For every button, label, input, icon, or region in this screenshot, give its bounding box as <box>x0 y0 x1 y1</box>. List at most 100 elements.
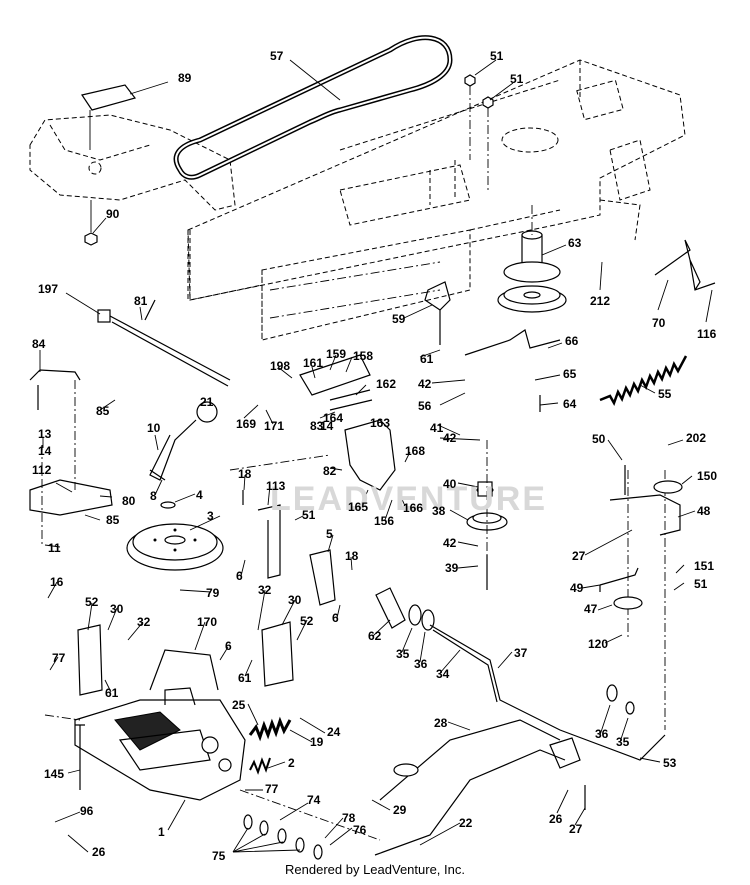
hood-bracket-outline <box>29 114 236 211</box>
callout-27: 27 <box>569 822 583 836</box>
callout-113: 113 <box>266 479 286 493</box>
callout-81: 81 <box>134 294 148 308</box>
callout-166: 166 <box>403 501 423 515</box>
callout-28: 28 <box>434 716 448 730</box>
callout-53: 53 <box>663 756 677 770</box>
callout-79: 79 <box>206 586 220 600</box>
callout-159: 159 <box>326 347 346 361</box>
transmission-pulley <box>126 523 224 571</box>
callout-169: 169 <box>236 417 256 431</box>
callout-8: 8 <box>150 489 157 503</box>
callout-3: 3 <box>207 509 214 523</box>
callout-165: 165 <box>348 500 368 514</box>
tension-spring <box>599 355 688 406</box>
bracket-49 <box>599 567 639 592</box>
lever-84 <box>29 369 81 410</box>
callout-48: 48 <box>697 504 711 518</box>
callout-64: 64 <box>563 397 577 411</box>
callout-74: 74 <box>307 793 321 807</box>
callout-34: 34 <box>436 667 450 681</box>
callout-161: 161 <box>303 356 323 370</box>
callout-32: 32 <box>137 615 151 629</box>
callout-11: 11 <box>48 541 61 555</box>
retainer-ring <box>160 501 176 509</box>
callout-18: 18 <box>238 467 252 481</box>
callout-27: 27 <box>572 549 586 563</box>
callout-170: 170 <box>197 615 217 629</box>
callout-197: 197 <box>38 282 58 296</box>
rod-70 <box>654 239 716 291</box>
rod-28 <box>379 719 561 801</box>
callout-56: 56 <box>418 399 432 413</box>
callout-42: 42 <box>443 431 457 445</box>
bracket-48 <box>609 494 681 536</box>
callout-14: 14 <box>320 419 334 433</box>
bracket-30-left <box>77 624 103 696</box>
callout-61: 61 <box>238 671 252 685</box>
callout-85: 85 <box>106 513 120 527</box>
credit-line: Rendered by LeadVenture, Inc. <box>285 862 465 877</box>
shift-rod <box>97 299 231 387</box>
spring-25 <box>248 716 292 742</box>
callout-6: 6 <box>225 639 232 653</box>
callout-51: 51 <box>302 508 316 522</box>
callout-2: 2 <box>288 756 295 770</box>
callout-145: 145 <box>44 767 64 781</box>
callout-168: 168 <box>405 444 425 458</box>
callout-63: 63 <box>568 236 582 250</box>
callout-36: 36 <box>595 727 609 741</box>
callout-57: 57 <box>270 49 284 63</box>
callout-112: 112 <box>32 463 52 477</box>
callout-13: 13 <box>38 427 52 441</box>
callout-78: 78 <box>342 811 356 825</box>
callout-32: 32 <box>258 583 272 597</box>
bracket-26 <box>549 737 581 769</box>
shift-knob-lever <box>149 401 218 481</box>
callout-6: 6 <box>236 569 243 583</box>
callout-171: 171 <box>264 419 284 433</box>
callout-52: 52 <box>300 614 314 628</box>
callout-6: 6 <box>332 611 339 625</box>
callout-150: 150 <box>697 469 717 483</box>
callout-202: 202 <box>686 431 706 445</box>
callout-77: 77 <box>52 651 66 665</box>
callout-35: 35 <box>616 735 630 749</box>
callout-10: 10 <box>147 421 161 435</box>
callout-39: 39 <box>445 561 459 575</box>
transaxle <box>44 687 381 841</box>
callout-151: 151 <box>694 559 714 573</box>
cover-plate <box>81 84 137 111</box>
callout-89: 89 <box>178 71 192 85</box>
callout-29: 29 <box>393 803 407 817</box>
bracket-30-right <box>261 621 294 687</box>
callout-16: 16 <box>50 575 64 589</box>
callout-59: 59 <box>392 312 406 326</box>
callout-75: 75 <box>212 849 226 863</box>
callout-49: 49 <box>570 581 584 595</box>
idler-stack <box>466 440 508 560</box>
callout-85: 85 <box>96 404 110 418</box>
callout-70: 70 <box>652 316 666 330</box>
callout-30: 30 <box>288 593 302 607</box>
rod-170 <box>149 649 219 691</box>
callout-51: 51 <box>694 577 708 591</box>
rod-22 <box>374 749 566 856</box>
leader-lines <box>39 59 713 853</box>
callout-25: 25 <box>232 698 246 712</box>
callout-18: 18 <box>345 549 359 563</box>
callout-116: 116 <box>697 327 717 341</box>
callout-158: 158 <box>353 349 373 363</box>
callout-30: 30 <box>110 602 124 616</box>
callout-52: 52 <box>85 595 99 609</box>
callout-24: 24 <box>327 725 341 739</box>
callout-1: 1 <box>158 825 165 839</box>
callout-120: 120 <box>588 637 608 651</box>
callout-198: 198 <box>270 359 290 373</box>
pulley-47 <box>613 596 643 610</box>
callout-61: 61 <box>105 686 119 700</box>
callout-84: 84 <box>32 337 46 351</box>
callout-212: 212 <box>590 294 610 308</box>
callout-164: 164 <box>323 411 343 425</box>
